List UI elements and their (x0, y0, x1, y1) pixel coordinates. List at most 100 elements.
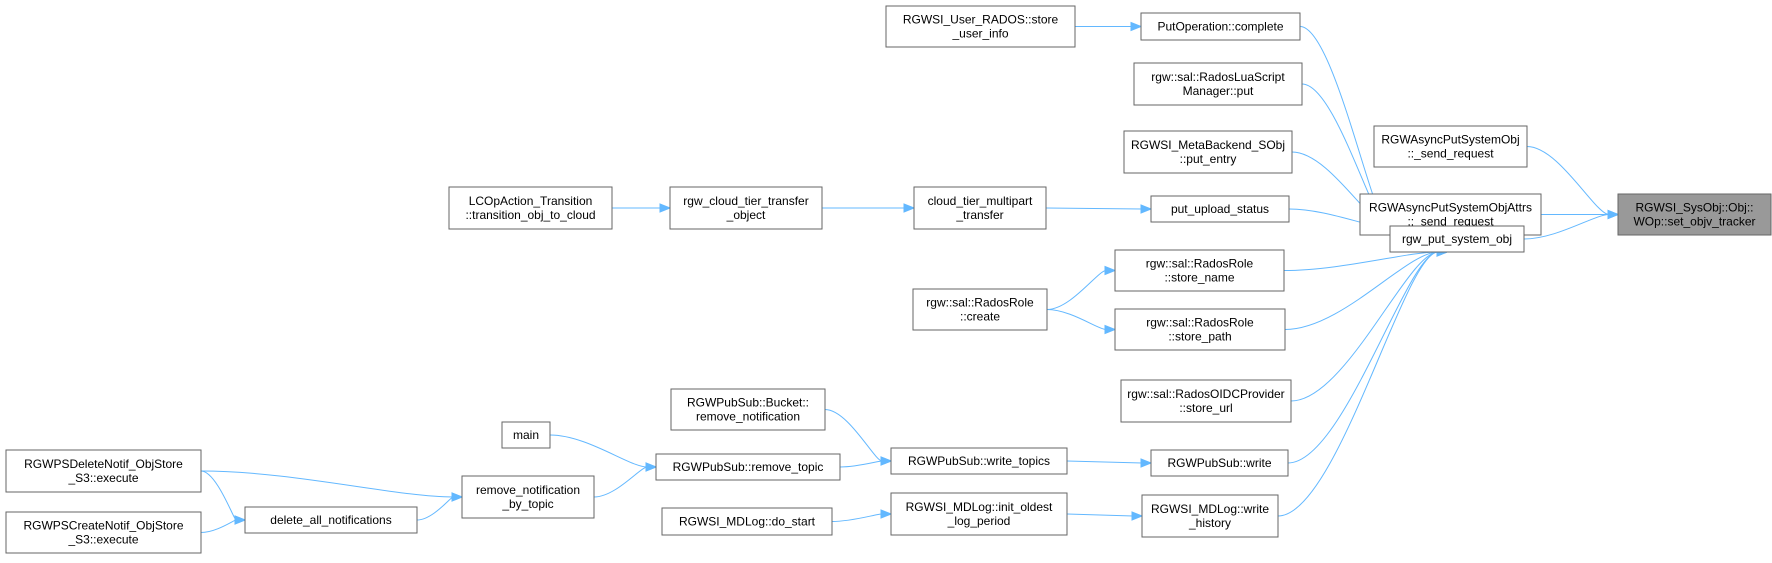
edge-delete_notif_execute-to-remove_notification_by_topic (200, 470, 464, 502)
nodes: RGWSI_User_RADOS::store_user_info PutOper… (5, 5, 1772, 554)
node-label: rgw::sal::RadosLuaScript (1151, 70, 1285, 84)
edge-delete_notif_execute-to-delete_all_notifications (200, 470, 247, 525)
node-delete-notif-execute[interactable]: RGWPSDeleteNotif_ObjStore_S3::execute (5, 449, 202, 493)
edge-user_rados_store-to-put_op_complete (1075, 21, 1143, 32)
node-rgw-put-system-obj[interactable]: rgw_put_system_obj (1389, 225, 1525, 253)
node-pubsub-write[interactable]: RGWPubSub::write (1150, 449, 1289, 477)
node-label: RGWAsyncPutSystemObj (1381, 133, 1519, 147)
edge-remove_topic-to-write_topics (839, 456, 893, 468)
node-mdlog-write-history[interactable]: RGWSI_MDLog::write_history (1141, 494, 1279, 538)
node-cloud-tier-transfer[interactable]: rgw_cloud_tier_transfer_object (669, 186, 823, 230)
node-box (669, 186, 823, 230)
node-label: RGWPubSub::remove_topic (673, 460, 824, 474)
edge-role_create-to-role_store_name (1046, 265, 1117, 310)
node-label: rgw::sal::RadosOIDCProvider (1127, 387, 1284, 401)
node-role-store-name[interactable]: rgw::sal::RadosRole::store_name (1114, 249, 1285, 292)
edge-line (200, 470, 237, 521)
node-mdlog-do-start[interactable]: RGWSI_MDLog::do_start (661, 507, 833, 536)
node-cloud-tier-multipart[interactable]: cloud_tier_multipart_transfer (913, 186, 1047, 230)
node-label: rgw::sal::RadosRole (1146, 257, 1254, 271)
arrowhead (659, 203, 672, 213)
edge-line (1046, 270, 1107, 310)
node-label: rgw_cloud_tier_transfer (683, 194, 808, 208)
edge-line (1284, 251, 1439, 330)
edge-line (824, 409, 883, 462)
edge-line (1045, 207, 1143, 210)
node-label: _object (726, 208, 766, 222)
node-remove-topic[interactable]: RGWPubSub::remove_topic (655, 453, 841, 481)
edge-line (416, 496, 454, 521)
node-label: ::store_url (1179, 401, 1232, 415)
arrowhead (1130, 21, 1143, 32)
edge-pubsub_write-to-rgw_put_system_obj (1287, 247, 1449, 464)
node-box (912, 288, 1048, 331)
node-main[interactable]: main (501, 421, 551, 449)
node-label: main (513, 428, 539, 442)
node-label: ::store_path (1168, 330, 1231, 344)
node-box (461, 475, 595, 519)
node-label: RGWSI_User_RADOS::store (903, 13, 1059, 27)
node-box (5, 449, 202, 493)
edge-cloud_tier_transfer-to-cloud_tier_multipart (822, 203, 916, 213)
node-async-put-sysobj[interactable]: RGWAsyncPutSystemObj::_send_request (1373, 125, 1528, 168)
edge-rgw_put_system_obj-to-set_objv_tracker (1523, 209, 1620, 240)
edge-line (839, 460, 883, 468)
node-meta-backend-put[interactable]: RGWSI_MetaBackend_SObj::put_entry (1123, 130, 1293, 174)
node-label: ::_send_request (1407, 147, 1494, 161)
node-label: _log_period (947, 514, 1011, 528)
node-lc-transition[interactable]: LCOpAction_Transition::transition_obj_to… (448, 186, 613, 230)
node-label: _S3::execute (67, 533, 138, 547)
edge-role_create-to-role_store_path (1046, 309, 1117, 335)
node-box (501, 421, 551, 449)
edge-line (200, 470, 454, 498)
edge-write_topics-to-pubsub_write (1066, 458, 1153, 468)
edge-line (1523, 214, 1610, 240)
node-create-notif-execute[interactable]: RGWPSCreateNotif_ObjStore_S3::execute (5, 511, 202, 554)
edge-line (1066, 513, 1134, 517)
node-label: RGWPubSub::write (1167, 456, 1271, 470)
node-bucket-remove-notification[interactable]: RGWPubSub::Bucket::remove_notification (670, 388, 826, 431)
node-box (1617, 193, 1772, 236)
arrowhead (1140, 204, 1153, 214)
node-set-objv-tracker[interactable]: RGWSI_SysObj::Obj::WOp::set_objv_tracker (1617, 193, 1772, 236)
node-box (1150, 195, 1290, 223)
node-label: RGWPSDeleteNotif_ObjStore (24, 457, 183, 471)
node-label: ::store_name (1164, 271, 1234, 285)
node-label: RGWSI_SysObj::Obj:: (1635, 201, 1753, 215)
node-write-topics[interactable]: RGWPubSub::write_topics (890, 447, 1068, 475)
node-put-upload-status[interactable]: put_upload_status (1150, 195, 1290, 223)
arrowhead (1607, 209, 1620, 220)
node-label: ::transition_obj_to_cloud (465, 208, 595, 222)
node-label: ::put_entry (1180, 152, 1237, 166)
node-put-op-complete[interactable]: PutOperation::complete (1140, 12, 1301, 41)
node-label: ::_send_request (1407, 215, 1494, 229)
edge-oidc_store_url-to-rgw_put_system_obj (1290, 247, 1449, 402)
edge-mdlog_write_history-to-rgw_put_system_obj (1277, 247, 1449, 517)
node-role-store-path[interactable]: rgw::sal::RadosRole::store_path (1114, 308, 1286, 351)
arrowhead (234, 515, 247, 525)
node-mdlog-init-oldest[interactable]: RGWSI_MDLog::init_oldest_log_period (890, 492, 1068, 536)
node-label: Manager::put (1183, 84, 1254, 98)
edge-line (593, 466, 648, 498)
node-box (1141, 494, 1279, 538)
node-oidc-store-url[interactable]: rgw::sal::RadosOIDCProvider::store_url (1120, 379, 1292, 423)
node-box (913, 186, 1047, 230)
node-delete-all-notifications[interactable]: delete_all_notifications (244, 506, 418, 534)
arrowhead (903, 203, 916, 213)
node-label: cloud_tier_multipart (928, 194, 1033, 208)
node-user-rados-store[interactable]: RGWSI_User_RADOS::store_user_info (885, 5, 1076, 48)
node-box (670, 388, 826, 431)
edge-line (1046, 309, 1107, 330)
node-label: ::create (960, 310, 1000, 324)
edge-line (1526, 146, 1610, 215)
edge-delete_all_notifications-to-remove_notification_by_topic (416, 492, 464, 521)
edge-main-to-remove_topic (549, 434, 658, 472)
node-remove-notification-by-topic[interactable]: remove_notification_by_topic (461, 475, 595, 519)
node-box (1120, 379, 1292, 423)
node-role-create[interactable]: rgw::sal::RadosRole::create (912, 288, 1048, 331)
node-label: RGWSI_MDLog::do_start (679, 515, 816, 529)
node-label: RGWSI_MDLog::write (1151, 502, 1269, 516)
edge-create_notif_execute-to-delete_all_notifications (200, 515, 247, 533)
node-box (1150, 449, 1289, 477)
